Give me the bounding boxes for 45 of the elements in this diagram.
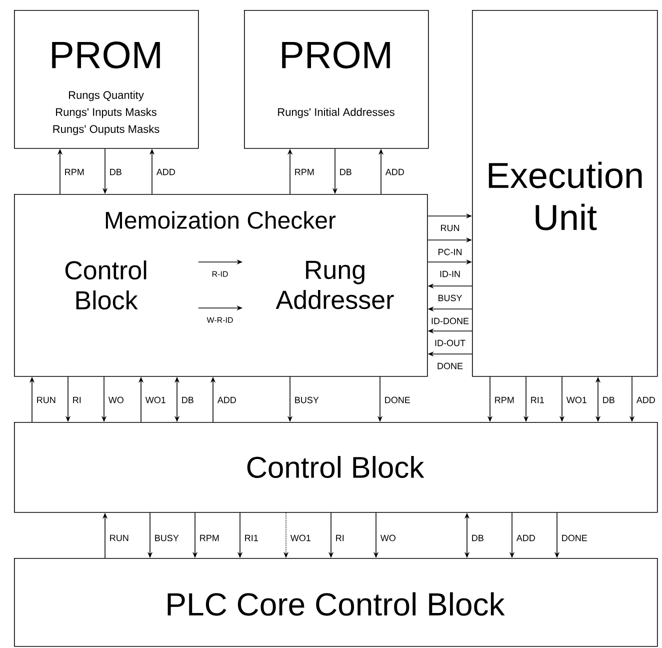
signal-label: RUN [110,534,128,542]
prom-box: PROM Rungs' Initial Addresses [244,10,429,149]
signal-label: RPM [65,168,84,176]
signal-label: BUSY [155,534,179,542]
signal-label: ADD [156,168,175,176]
signal-label: DB [182,396,194,404]
signal-label: BUSY [295,396,319,404]
signal-label: DONE [562,534,587,542]
signal-label: RUN [37,396,56,404]
signal-label: DB [603,396,614,404]
prom-box: PROM Rungs Quantity Rungs' Inputs Masks Rungs' Ouputs Masks [14,10,199,149]
signal-label: RI [73,396,81,404]
signal-label: WO [380,534,396,542]
signal-label: WO1 [290,534,310,542]
signal-label: DONE [438,362,463,370]
control-block-box: Control Block [14,422,658,513]
signal-label: WO [108,396,124,404]
signal-label: W-R-ID [206,317,233,323]
signal-label: DB [340,168,352,176]
signal-label: ADD [636,396,655,404]
signal-label: PC-IN [438,248,462,256]
signal-label: DB [110,168,122,176]
signal-label: BUSY [438,294,462,302]
signal-label: RPM [495,396,514,404]
signal-label: RPM [200,534,219,542]
signal-label: DONE [385,396,410,404]
signal-label: ID-IN [440,270,460,278]
signal-label: ID-OUT [435,340,466,346]
signal-label: RI1 [245,534,258,542]
block-title: Control Block [65,260,146,310]
signal-label: RI1 [531,396,544,404]
signal-label: RI [336,534,344,542]
execution-unit-box: Execution Unit [472,10,658,377]
signal-label: WO1 [145,396,166,404]
signal-label: DB [472,534,484,542]
signal-label: RUN [441,224,460,232]
signal-label: WO1 [566,396,586,404]
signal-label: ADD [385,168,404,176]
signal-label: ID-DONE [432,318,469,324]
signal-label: ADD [516,534,535,542]
signal-label: R-ID [212,271,228,277]
block-title: Rung Addresser [276,260,394,310]
signal-label: ADD [217,396,236,404]
signal-label: RPM [295,168,314,176]
core-block-box: PLC Core Control Block [14,558,658,647]
